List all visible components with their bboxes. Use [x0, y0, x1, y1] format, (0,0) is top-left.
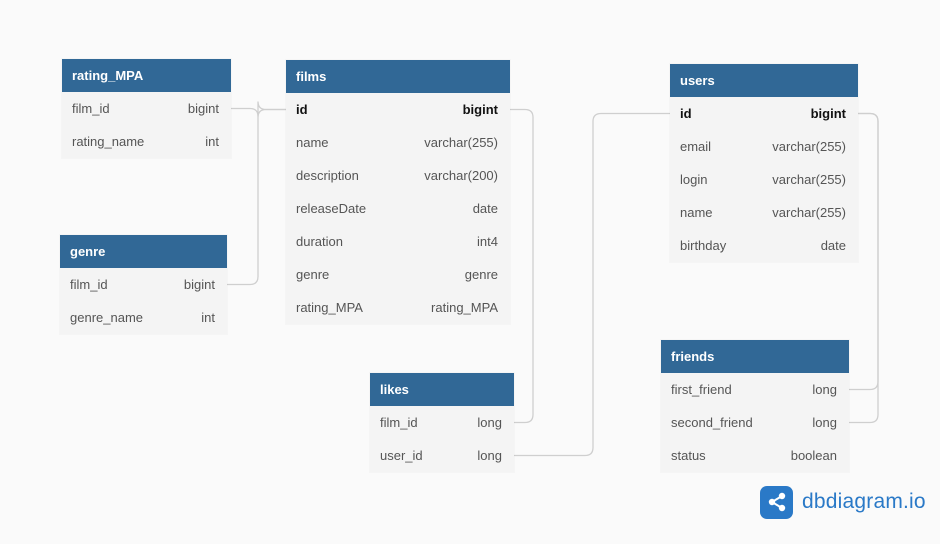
table-genre[interactable]: genre film_id bigint genre_name int	[60, 235, 227, 334]
relationship-line[interactable]	[227, 108, 286, 286]
table-header[interactable]: films	[286, 60, 510, 93]
table-row[interactable]: rating_name int	[62, 125, 231, 158]
table-header[interactable]: rating_MPA	[62, 59, 231, 92]
column-name: email	[680, 139, 712, 154]
table-row[interactable]: id bigint	[670, 97, 858, 130]
share-nodes-icon	[760, 485, 793, 519]
table-row[interactable]: film_id bigint	[60, 268, 227, 301]
table-rating-mpa[interactable]: rating_MPA film_id bigint rating_name int	[62, 59, 231, 158]
column-name: film_id	[72, 101, 110, 116]
relationship-line[interactable]	[231, 101, 286, 117]
column-type: varchar(200)	[424, 168, 498, 183]
column-type: long	[812, 415, 837, 430]
column-name: duration	[296, 234, 343, 249]
table-row[interactable]: status boolean	[661, 439, 849, 472]
table-row[interactable]: email varchar(255)	[670, 130, 858, 163]
column-type: boolean	[790, 448, 837, 463]
column-type: bigint	[187, 101, 219, 116]
column-name: genre	[296, 267, 330, 282]
column-type: varchar(255)	[772, 139, 846, 154]
table-header[interactable]: genre	[60, 235, 227, 268]
column-name: first_friend	[671, 382, 732, 397]
table-header[interactable]: likes	[370, 373, 514, 406]
column-type: long	[477, 448, 502, 463]
column-type: long	[812, 382, 837, 397]
column-name: name	[296, 135, 329, 150]
column-name: genre_name	[70, 310, 143, 325]
table-films[interactable]: films id bigint name varchar(255) description…	[286, 60, 510, 324]
column-type: int4	[477, 234, 498, 249]
relationship-line[interactable]	[849, 112, 879, 424]
brand-name: dbdiagram.io	[802, 490, 926, 513]
table-row[interactable]: user_id long	[370, 439, 514, 472]
column-type: bigint	[462, 102, 498, 117]
column-name: login	[680, 172, 708, 187]
column-name: film_id	[380, 415, 418, 430]
column-name: status	[671, 448, 706, 463]
column-name: birthday	[680, 238, 727, 253]
column-name: user_id	[380, 448, 423, 463]
table-header[interactable]: users	[670, 64, 858, 97]
column-name: film_id	[70, 277, 108, 292]
column-type: bigint	[183, 277, 215, 292]
table-row[interactable]: name varchar(255)	[670, 196, 858, 229]
column-type: bigint	[810, 106, 846, 121]
column-name: id	[296, 102, 308, 117]
table-row[interactable]: name varchar(255)	[286, 126, 510, 159]
table-users[interactable]: users id bigint email varchar(255) login varch…	[670, 64, 858, 262]
brand-watermark: dbdiagram.io	[760, 485, 926, 519]
column-type: date	[820, 238, 846, 253]
table-row[interactable]: rating_MPA rating_MPA	[286, 291, 510, 324]
table-row[interactable]: film_id bigint	[62, 92, 231, 125]
table-row[interactable]: duration int4	[286, 225, 510, 258]
column-type: date	[472, 201, 498, 216]
column-type: genre	[464, 267, 498, 282]
table-header[interactable]: friends	[661, 340, 849, 373]
table-row[interactable]: genre genre	[286, 258, 510, 291]
table-row[interactable]: first_friend long	[661, 373, 849, 406]
relationship-line[interactable]	[514, 112, 670, 457]
table-row[interactable]: film_id long	[370, 406, 514, 439]
column-name: id	[680, 106, 692, 121]
relationship-line[interactable]	[510, 108, 534, 424]
column-type: long	[477, 415, 502, 430]
table-row[interactable]: birthday date	[670, 229, 858, 262]
column-name: rating_name	[72, 134, 145, 149]
column-type: varchar(255)	[772, 205, 846, 220]
table-row[interactable]: login varchar(255)	[670, 163, 858, 196]
column-type: int	[205, 134, 219, 149]
column-name: releaseDate	[296, 201, 367, 216]
table-row[interactable]: genre_name int	[60, 301, 227, 334]
table-row[interactable]: description varchar(200)	[286, 159, 510, 192]
table-row[interactable]: id bigint	[286, 93, 510, 126]
column-name: second_friend	[671, 415, 753, 430]
column-name: name	[680, 205, 713, 220]
column-type: rating_MPA	[431, 300, 498, 315]
table-row[interactable]: second_friend long	[661, 406, 849, 439]
column-name: description	[296, 168, 359, 183]
column-name: rating_MPA	[296, 300, 363, 315]
column-type: int	[201, 310, 215, 325]
column-type: varchar(255)	[424, 135, 498, 150]
table-row[interactable]: releaseDate date	[286, 192, 510, 225]
column-type: varchar(255)	[772, 172, 846, 187]
